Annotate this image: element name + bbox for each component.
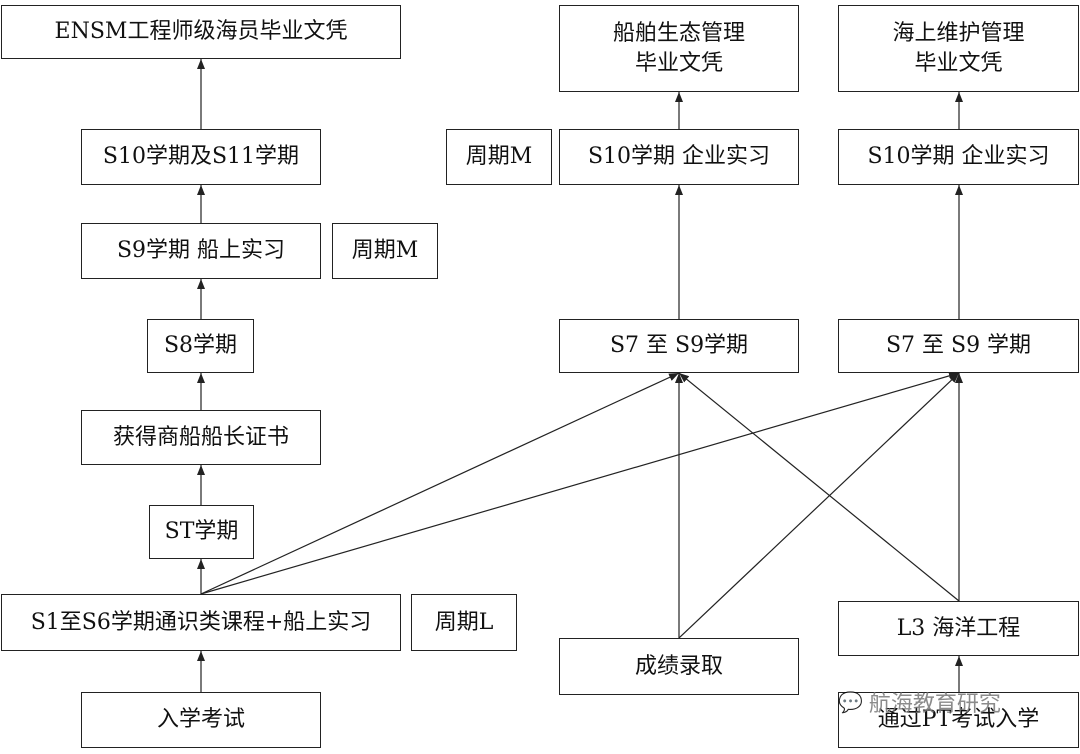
node-label: S8学期 — [163, 333, 238, 358]
arrow-s1s6-to-s7s9-right — [200, 371, 960, 595]
node-label: S10学期 企业实习 — [867, 144, 1050, 169]
watermark: 💬 航海教育研究 — [838, 686, 1050, 718]
node-label: S10学期 企业实习 — [587, 144, 771, 169]
node-s9-onboard: S9学期 船上实习 — [81, 223, 321, 279]
arrow-l3-to-s7s9-mid — [678, 372, 960, 602]
node-label: L3 海洋工程 — [896, 615, 1021, 641]
node-label: S10学期及S11学期 — [102, 144, 300, 169]
node-label: ENSM工程师级海员毕业文凭 — [54, 19, 348, 44]
node-label: S7 至 S9 学期 — [885, 333, 1032, 358]
node-eco-diploma: 船舶生态管理 毕业文凭 — [559, 5, 799, 92]
node-label: S1至S6学期通识类课程+船上实习 — [30, 609, 372, 635]
node-label-line1: 船舶生态管理 — [612, 20, 745, 46]
node-cycle-l: 周期L — [411, 594, 517, 651]
node-label: 周期M — [465, 144, 533, 169]
node-label: S7 至 S9学期 — [609, 333, 749, 358]
node-grade-admission: 成绩录取 — [559, 638, 799, 695]
node-cycle-m-mid: 周期M — [446, 129, 552, 185]
arrow-grade-to-s7s9-right — [678, 372, 960, 639]
node-master-cert: 获得商船船长证书 — [81, 410, 321, 465]
node-s1-s6: S1至S6学期通识类课程+船上实习 — [1, 594, 401, 651]
node-pt-exam: 通过PT考试入学 — [838, 692, 1079, 748]
node-label: 获得商船船长证书 — [112, 424, 289, 450]
node-s8: S8学期 — [147, 319, 254, 373]
node-label: 成绩录取 — [634, 653, 723, 679]
node-entrance-exam: 入学考试 — [81, 692, 321, 748]
node-st: ST学期 — [149, 505, 254, 559]
node-label: 周期L — [434, 609, 494, 635]
node-label: ST学期 — [164, 519, 239, 544]
node-label-line1: 海上维护管理 — [892, 20, 1025, 46]
node-s10-intern-mid: S10学期 企业实习 — [559, 129, 799, 185]
node-s10-intern-right: S10学期 企业实习 — [838, 129, 1079, 185]
arrow-s1s6-to-s7s9-mid — [200, 372, 680, 595]
node-label: 入学考试 — [156, 707, 245, 732]
node-maint-diploma: 海上维护管理 毕业文凭 — [838, 5, 1079, 92]
watermark-text: 航海教育研究 — [868, 692, 1001, 717]
node-label: S9学期 船上实习 — [116, 238, 286, 263]
node-label-line2: 毕业文凭 — [634, 50, 723, 76]
node-label-line2: 毕业文凭 — [914, 50, 1003, 76]
node-s7-s9-mid: S7 至 S9学期 — [559, 319, 799, 373]
chat-bubbles-icon: 💬 — [838, 690, 863, 714]
node-cycle-m-left: 周期M — [332, 223, 438, 279]
node-label: 通过PT考试入学 — [877, 707, 1040, 732]
node-label: 周期M — [351, 238, 419, 263]
node-l3-ocean: L3 海洋工程 — [838, 601, 1079, 656]
node-ensm-diploma: ENSM工程师级海员毕业文凭 — [1, 5, 401, 59]
node-s10-s11: S10学期及S11学期 — [81, 129, 321, 185]
node-s7-s9-right: S7 至 S9 学期 — [838, 319, 1079, 373]
